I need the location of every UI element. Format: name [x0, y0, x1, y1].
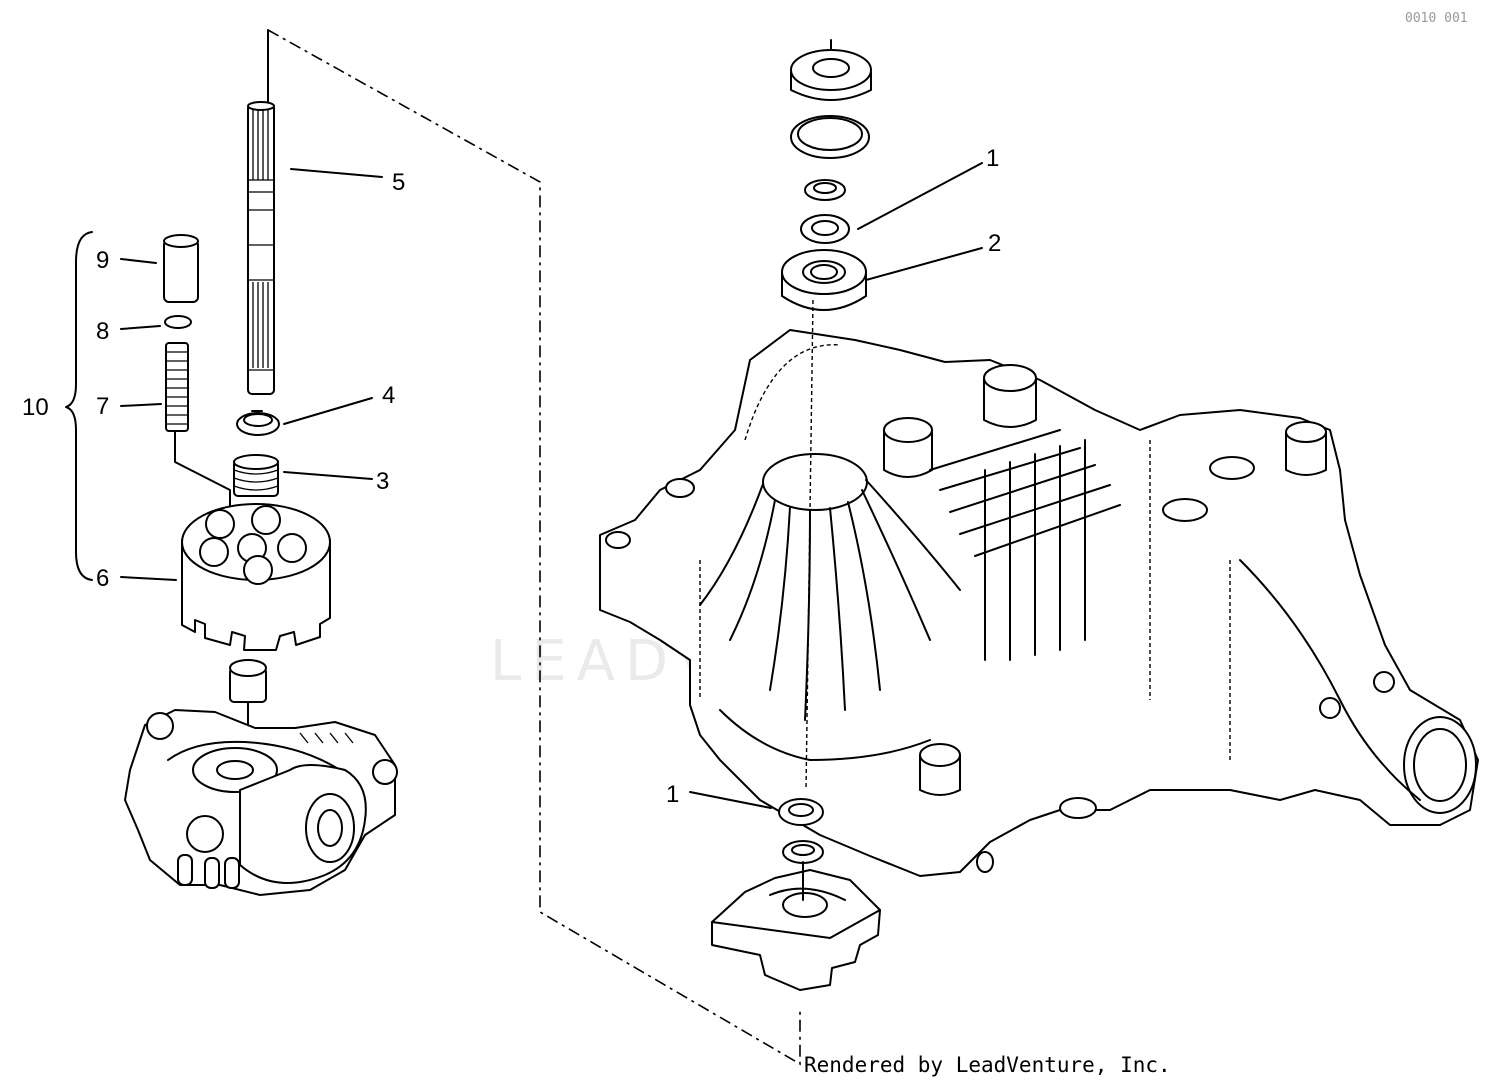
- corner-reference: 0010 001: [1405, 11, 1468, 26]
- cover-plate-part: [711, 861, 881, 991]
- spring-part: [233, 454, 279, 497]
- callout-1-bottom: 1: [666, 781, 679, 808]
- retainer-bottom-part: [782, 840, 824, 864]
- small-retainer-part: [804, 179, 846, 201]
- seal-part: [790, 39, 872, 101]
- callout-10: 10: [22, 394, 49, 421]
- left-leader-lines: [120, 168, 383, 581]
- right-leader-lines: [689, 162, 983, 809]
- retaining-ring-part: [236, 410, 280, 436]
- bearing-part: [781, 249, 867, 311]
- render-credit: Rendered by LeadVenture, Inc.: [804, 1053, 1171, 1077]
- assembly-path-line: [267, 29, 801, 1066]
- callout-1-top: 1: [986, 145, 999, 172]
- transaxle-housing-part: [599, 329, 1479, 877]
- piston-part: [163, 234, 199, 303]
- center-section-part: [124, 709, 398, 896]
- shaft-part: [247, 29, 275, 395]
- callout-5: 5: [392, 169, 405, 196]
- assembly-bracket: [65, 231, 93, 581]
- cylinder-block-part: [181, 503, 331, 651]
- callout-6: 6: [96, 565, 109, 592]
- washer-part: [164, 315, 192, 329]
- callout-3: 3: [376, 468, 389, 495]
- callout-4: 4: [382, 382, 395, 409]
- callout-2: 2: [988, 230, 1001, 257]
- snap-ring-part: [790, 115, 870, 159]
- piston-spring-part: [165, 342, 231, 519]
- washer-bottom-part: [778, 798, 824, 826]
- callout-9: 9: [96, 247, 109, 274]
- callout-7: 7: [96, 393, 109, 420]
- callout-8: 8: [96, 318, 109, 345]
- washer-top-part: [800, 214, 850, 244]
- center-axis-line: [805, 299, 814, 791]
